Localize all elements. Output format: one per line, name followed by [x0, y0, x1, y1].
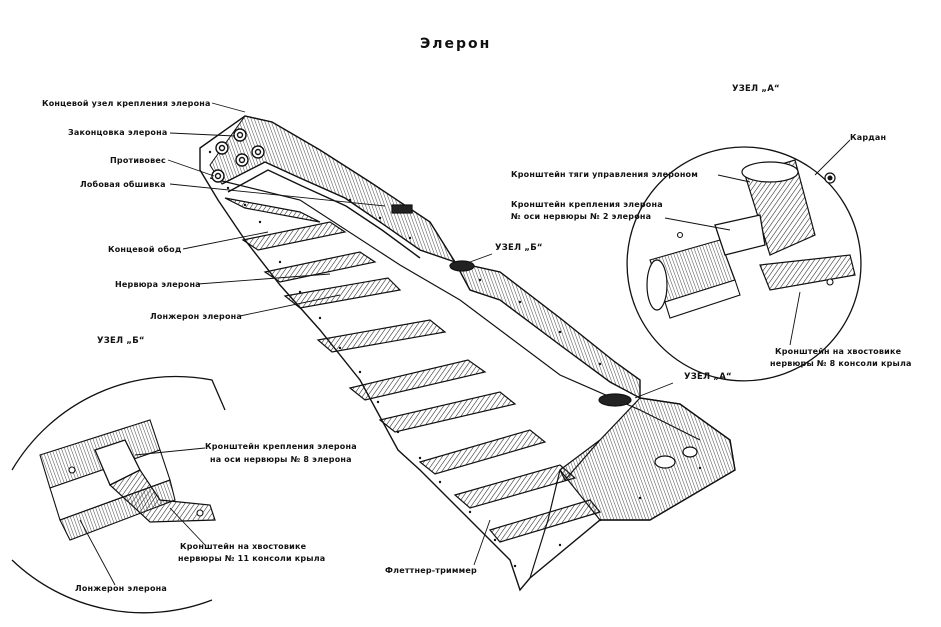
- trim-tab: [529, 397, 736, 579]
- label-leaders: [167, 102, 674, 566]
- inset-a-tail-line2: нервюры № 8 консоли крыла: [770, 359, 912, 368]
- rivets: [208, 150, 702, 568]
- inset-a-control-bracket: Кронштейн тяги управления элероном: [511, 170, 698, 179]
- inset-b-spar: Лонжерон элерона: [75, 584, 167, 593]
- inset-a-cardan: Кардан: [850, 133, 887, 142]
- inset-a-title: УЗЕЛ „А“: [732, 84, 780, 94]
- diagram-title: Элерон: [420, 36, 492, 52]
- label-end-fitting: Концевой узел крепления элерона: [42, 99, 211, 108]
- inset-b-mount-line1: Кронштейн крепления элерона: [205, 442, 357, 451]
- counterweight-holes: [211, 128, 265, 183]
- label-spar: Лонжерон элерона: [150, 312, 242, 321]
- label-counterweight: Противовес: [110, 156, 166, 165]
- inset-b-tail-line1: Кронштейн на хвостовике: [180, 542, 307, 551]
- label-node-b: УЗЕЛ „Б“: [495, 243, 543, 253]
- label-skin-edge: Законцовка элерона: [68, 128, 168, 137]
- inset-b: [11, 375, 226, 614]
- inset-b-title: УЗЕЛ „Б“: [97, 336, 145, 346]
- label-leading-skin: Лобовая обшивка: [80, 180, 166, 189]
- label-flettner: Флеттнер-триммер: [385, 566, 477, 575]
- inset-a: [626, 139, 862, 382]
- aileron-body: [199, 115, 736, 592]
- inset-a-mount-line2: № оси нервюры № 2 элерона: [511, 212, 652, 221]
- label-end-rim: Концевой обод: [108, 245, 182, 254]
- inset-b-mount-line2: на оси нервюры № 8 элерона: [210, 455, 352, 464]
- label-node-a: УЗЕЛ „А“: [684, 372, 732, 382]
- inset-b-tail-line2: нервюры № 11 консоли крыла: [178, 554, 326, 563]
- aileron-ribs: [224, 197, 602, 543]
- inset-a-tail-line1: Кронштейн на хвостовике: [775, 347, 902, 356]
- inset-a-mount-line1: Кронштейн крепления элерона: [511, 200, 663, 209]
- label-rib: Нервюра элерона: [115, 280, 201, 289]
- body-fittings: [391, 204, 632, 407]
